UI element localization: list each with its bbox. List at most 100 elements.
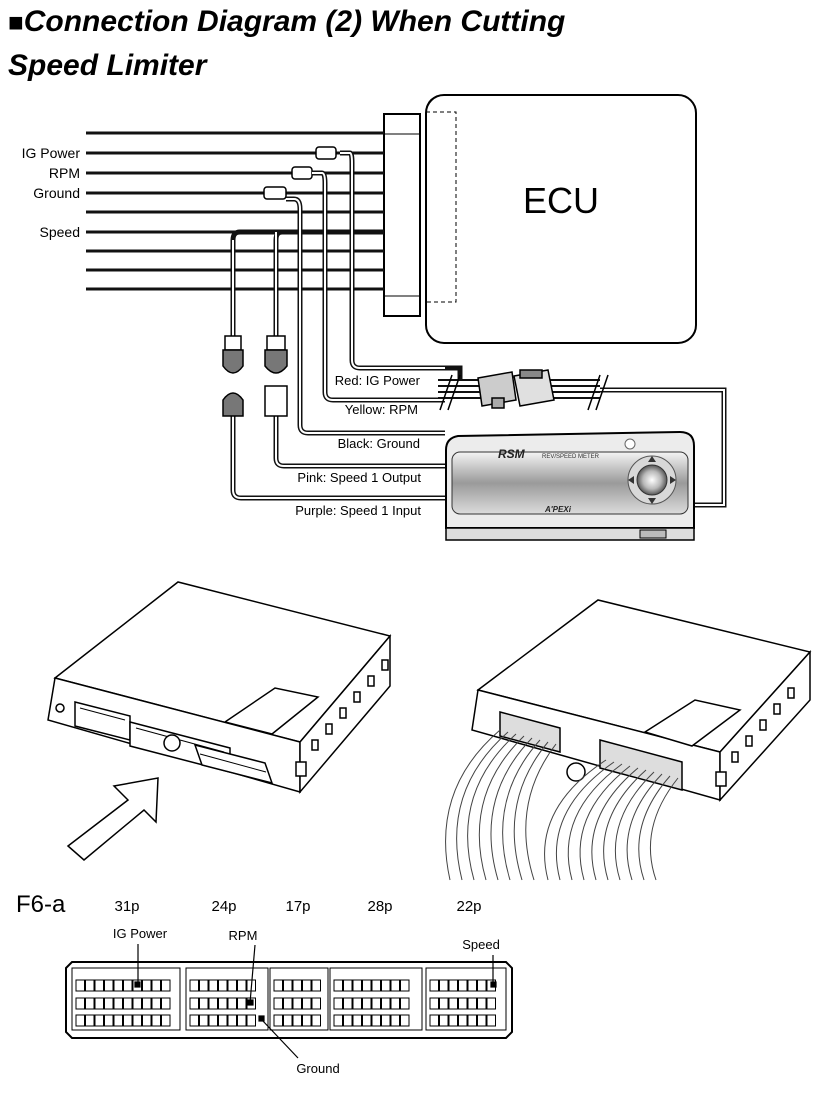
- label-ground: Ground: [33, 185, 80, 201]
- meter-arrow-icons: [628, 456, 676, 504]
- connector-pin: [142, 979, 152, 992]
- connector-pin: [75, 1014, 85, 1027]
- connector-pin: [311, 1014, 321, 1027]
- wire-color-labels: Red: IG Power Yellow: RPM Black: Ground …: [295, 373, 421, 518]
- connector-pin: [113, 997, 123, 1010]
- connector-pin: [104, 997, 114, 1010]
- connector-block-5: [425, 967, 507, 1031]
- connector-pin: [352, 1014, 362, 1027]
- connector-pin: [189, 997, 199, 1010]
- connector-pin: [123, 1014, 133, 1027]
- connector-pin: [218, 979, 228, 992]
- title-line-1: Connection Diagram (2) When Cutting: [23, 5, 566, 38]
- connector-pin: [458, 997, 468, 1010]
- connector-pin: [400, 997, 410, 1010]
- title-line-2: Speed Limiter: [8, 49, 207, 82]
- connector-plug-right: [264, 349, 288, 374]
- ecu-isometric-right: [445, 599, 812, 881]
- connector-pin: [292, 997, 302, 1010]
- connector-pin: [362, 997, 372, 1010]
- connector-pin: [237, 979, 247, 992]
- wire-label-pink: Pink: Speed 1 Output: [297, 470, 421, 485]
- connector-pin: [448, 1014, 458, 1027]
- connector-pin: [292, 979, 302, 992]
- connector-pin: [218, 1014, 228, 1027]
- connector-pin: [343, 1014, 353, 1027]
- connector-pin: [381, 979, 391, 992]
- connector-block-3: [269, 967, 329, 1031]
- wire-label-black: Black: Ground: [338, 436, 420, 451]
- connector-pin: [439, 979, 449, 992]
- connector-pin: [273, 997, 283, 1010]
- connector-pin: [390, 979, 400, 992]
- connector-pin: [343, 979, 353, 992]
- connector-pin: [246, 1014, 256, 1027]
- connector-pin: [142, 997, 152, 1010]
- connector-pin: [448, 997, 458, 1010]
- connector-pin: [477, 997, 487, 1010]
- wire-label-purple: Purple: Speed 1 Input: [295, 503, 421, 518]
- connector-pin: [333, 979, 343, 992]
- connector-pin: [381, 1014, 391, 1027]
- connector-pin-grid: [71, 967, 507, 1031]
- connector-pin: [189, 979, 199, 992]
- connector-pin: [208, 1014, 218, 1027]
- connector-pin: [94, 1014, 104, 1027]
- connector-pin: [151, 979, 161, 992]
- connector-pin: [273, 979, 283, 992]
- connector-pin: [486, 1014, 496, 1027]
- connector-pin: [477, 979, 487, 992]
- callout-speed: Speed: [462, 937, 500, 952]
- connector-pin: [151, 997, 161, 1010]
- connector-pin: [352, 997, 362, 1010]
- pin-count-17p: 17p: [285, 898, 310, 915]
- connector-pin: [283, 997, 293, 1010]
- connector-pin: [458, 1014, 468, 1027]
- ecu-isometric-left: [47, 581, 392, 795]
- wire-label-yellow: Yellow: RPM: [345, 402, 418, 417]
- connector-pin: [302, 997, 312, 1010]
- connector-block-4: [329, 967, 423, 1031]
- connector-pin: [292, 1014, 302, 1027]
- connector-pin: [161, 1014, 171, 1027]
- label-rpm: RPM: [49, 165, 80, 181]
- callout-leader-lines: [134, 944, 497, 1059]
- connector-pin: [113, 979, 123, 992]
- connector-pin: [467, 997, 477, 1010]
- tap-connector-ig: [315, 146, 337, 160]
- connector-pin: [208, 979, 218, 992]
- connector-pin: [390, 1014, 400, 1027]
- connector-pin: [227, 1014, 237, 1027]
- left-signal-labels: IG Power RPM Ground Speed: [22, 145, 81, 240]
- connector-pin: [104, 979, 114, 992]
- connector-pin: [237, 1014, 247, 1027]
- meter-brand-logo: A'PEXi: [544, 505, 572, 514]
- meter-model: RSM: [498, 447, 526, 461]
- connector-pin-counts: 31p 24p 17p 28p 22p: [114, 898, 481, 915]
- connector-pin: [362, 1014, 372, 1027]
- connector-pin: [448, 979, 458, 992]
- connector-pin: [302, 979, 312, 992]
- pin-count-28p: 28p: [367, 898, 392, 915]
- ecu-unit: ECU: [383, 94, 697, 344]
- connector-upper-right: [266, 335, 286, 351]
- connector-pin: [371, 997, 381, 1010]
- wire-bundle: [230, 150, 727, 508]
- wire-label-red: Red: IG Power: [335, 373, 421, 388]
- connector-pin: [429, 979, 439, 992]
- callout-ground: Ground: [296, 1061, 339, 1076]
- connector-pin: [227, 997, 237, 1010]
- connector-pin: [311, 997, 321, 1010]
- meter-subtitle: REV/SPEED METER: [542, 454, 600, 460]
- connector-pin: [104, 1014, 114, 1027]
- connector-pin: [486, 997, 496, 1010]
- connector-pin: [283, 1014, 293, 1027]
- connector-pin: [302, 1014, 312, 1027]
- connector-pin: [439, 1014, 449, 1027]
- connector-pin: [218, 997, 228, 1010]
- connector-pin: [94, 997, 104, 1010]
- connector-pin: [400, 979, 410, 992]
- connector-pin: [381, 997, 391, 1010]
- connector-block-2: [185, 967, 269, 1031]
